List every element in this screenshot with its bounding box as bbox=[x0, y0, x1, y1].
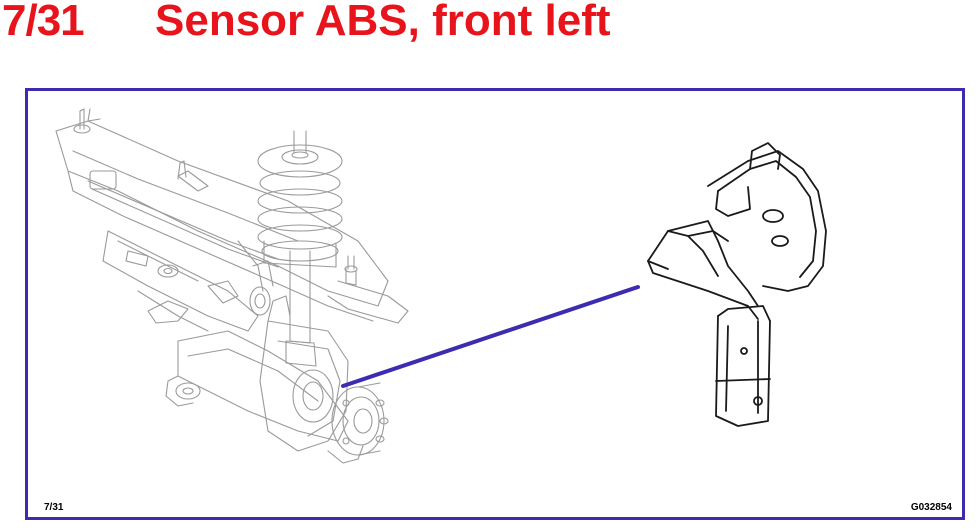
figure-illustration bbox=[55, 108, 827, 464]
leader-line bbox=[341, 285, 640, 388]
page-number: 7/31 bbox=[2, 0, 85, 45]
figure-frame: 7/31 G032854 bbox=[25, 88, 965, 520]
page-header: 7/31 Sensor ABS, front left bbox=[0, 0, 977, 50]
figure-page-ref: 7/31 bbox=[44, 502, 64, 513]
suspension-assembly-drawing bbox=[55, 108, 409, 464]
page-title: Sensor ABS, front left bbox=[155, 0, 611, 45]
abs-sensor-drawing bbox=[647, 142, 827, 427]
figure-code: G032854 bbox=[910, 502, 952, 513]
